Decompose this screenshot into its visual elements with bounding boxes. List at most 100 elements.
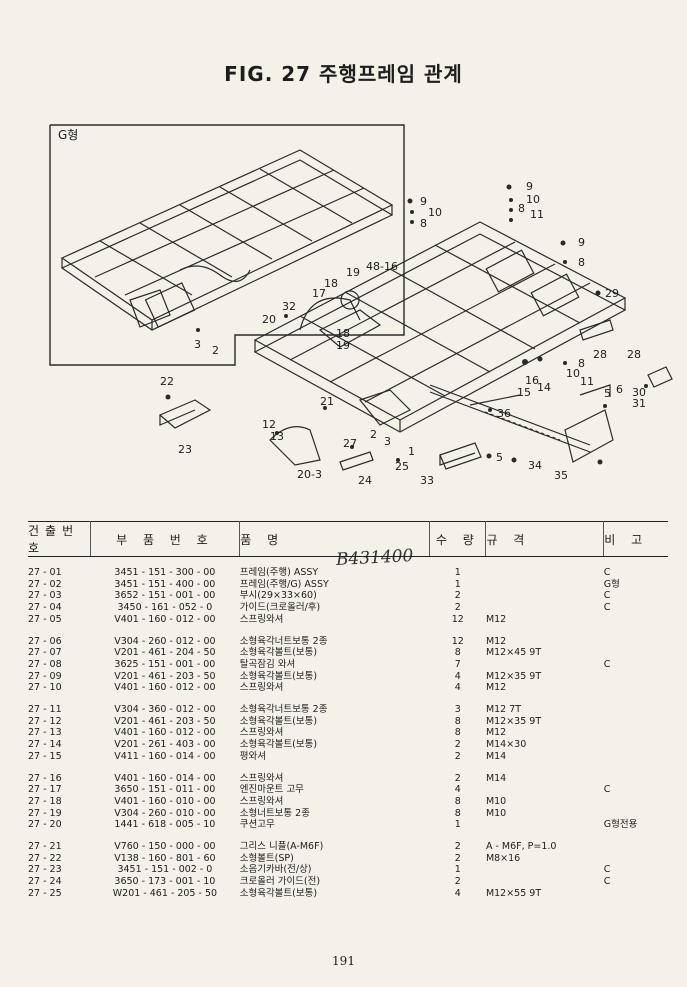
cell-note <box>604 682 668 694</box>
cell-qty: 12 <box>451 613 464 625</box>
cell-part: 3652 - 151 - 001 - 00 <box>114 590 216 602</box>
callout: 11 <box>530 208 544 221</box>
callout: 2 <box>212 344 219 357</box>
cell-name: 소형육각너트보통 2종 <box>239 704 328 716</box>
cell-name: 프레임(주행) ASSY <box>239 567 319 578</box>
cell-name: 소음기카바(전/상) <box>239 864 312 876</box>
callout: 10 <box>428 206 442 219</box>
cell-qty: 8 <box>454 807 461 819</box>
page-number: 191 <box>332 954 355 968</box>
group-spacer <box>28 694 668 704</box>
cell-no: 27 - 04 <box>28 602 62 614</box>
callout: 35 <box>554 469 568 482</box>
cell-note <box>604 773 668 785</box>
cell-spec: M14 <box>485 772 507 784</box>
callout: 33 <box>420 474 434 487</box>
cell-no: 27 - 21 <box>28 841 62 853</box>
cell-no: 27 - 20 <box>28 819 62 831</box>
cell-no: 27 - 18 <box>28 795 62 807</box>
cell-spec: M14×30 <box>485 739 527 751</box>
cell-no: 27 - 07 <box>28 647 62 659</box>
inset-label: G형 <box>58 128 78 142</box>
main-frame-outline <box>253 221 627 421</box>
spacer-cell <box>28 694 668 704</box>
cell-part: 3451 - 151 - 002 - 0 <box>117 864 213 876</box>
callout: 10 <box>566 367 580 380</box>
cell-name: 크로올러 가이드(전) <box>239 876 321 888</box>
callout: 23 <box>178 443 192 456</box>
header-ref-no: 건출번호 <box>28 521 91 557</box>
cell-spec <box>486 819 604 831</box>
cell-qty: 8 <box>454 715 461 727</box>
callout: 29 <box>605 287 619 300</box>
cell-name: 그리스 니플(A-M6F) <box>239 841 324 853</box>
cell-note <box>604 841 668 853</box>
cell-spec: M12 <box>485 613 507 625</box>
cell-qty: 12 <box>451 635 464 647</box>
callout: 28 <box>593 348 607 361</box>
spacer-cell <box>28 557 668 568</box>
cell-note: C <box>603 784 611 796</box>
cell-note: G형전용 <box>603 819 638 831</box>
callout: 1 <box>408 445 415 458</box>
cell-qty: 4 <box>454 682 461 694</box>
cell-note: C <box>603 602 611 614</box>
cell-name: 스프링와셔 <box>239 772 284 784</box>
cell-name: 소형육각볼트(보통) <box>239 739 318 751</box>
cell-spec: M12×35 9T <box>485 670 542 682</box>
cell-part: V304 - 260 - 010 - 00 <box>114 807 216 819</box>
cell-note <box>604 636 668 648</box>
part-20-3 <box>269 426 321 466</box>
spacer-cell <box>28 763 668 773</box>
cell-name: 가이드(크로올러/후) <box>239 602 321 614</box>
cell-qty: 7 <box>454 658 461 670</box>
cell-no: 27 - 12 <box>28 715 62 727</box>
callout: 6 <box>616 383 623 396</box>
cell-spec: M14 <box>485 750 507 762</box>
cell-qty: 4 <box>454 670 461 682</box>
cell-note <box>604 751 668 763</box>
cell-note <box>604 647 668 659</box>
callout: 3 <box>384 435 391 448</box>
part-30 <box>647 366 673 388</box>
cell-name: 스프링와셔 <box>239 795 284 807</box>
cell-note <box>604 739 668 751</box>
cell-no: 27 - 16 <box>28 772 62 784</box>
header-part-no: 부 품 번 호 <box>90 521 241 557</box>
callout: 17 <box>312 287 326 300</box>
cell-qty: 8 <box>454 647 461 659</box>
cell-note <box>604 704 668 716</box>
cell-no: 27 - 09 <box>28 670 62 682</box>
callout: 27 <box>343 437 357 450</box>
cell-name: 부시(29×33×60) <box>239 590 317 602</box>
cell-note: C <box>603 590 611 602</box>
callout: 36 <box>497 407 511 420</box>
cell-name: 소형육각볼트(보통) <box>239 715 318 727</box>
cell-name: 스프링와셔 <box>239 613 284 625</box>
header-qty: 수 량 <box>429 521 487 557</box>
callout: 16 <box>525 374 539 387</box>
callout: 3 <box>194 338 201 351</box>
cell-no: 27 - 15 <box>28 750 62 762</box>
cell-qty: 1 <box>454 864 461 876</box>
part-24 <box>339 451 374 471</box>
cell-part: V401 - 160 - 012 - 00 <box>114 613 216 625</box>
callout: 31 <box>632 397 646 410</box>
cell-qty: 2 <box>454 602 461 614</box>
cell-no: 27 - 01 <box>28 567 62 578</box>
cell-no: 27 - 06 <box>28 635 62 647</box>
cell-part: V401 - 160 - 010 - 00 <box>114 795 216 807</box>
part-33 <box>439 442 482 470</box>
group-spacer <box>28 763 668 773</box>
cell-name: 소형너트보통 2종 <box>239 807 310 819</box>
frame-drawing: G형 9 10 8 9 10 8 11 9 8 29 8 28 28 10 11… <box>49 124 673 487</box>
cell-spec: M12 <box>485 682 507 694</box>
